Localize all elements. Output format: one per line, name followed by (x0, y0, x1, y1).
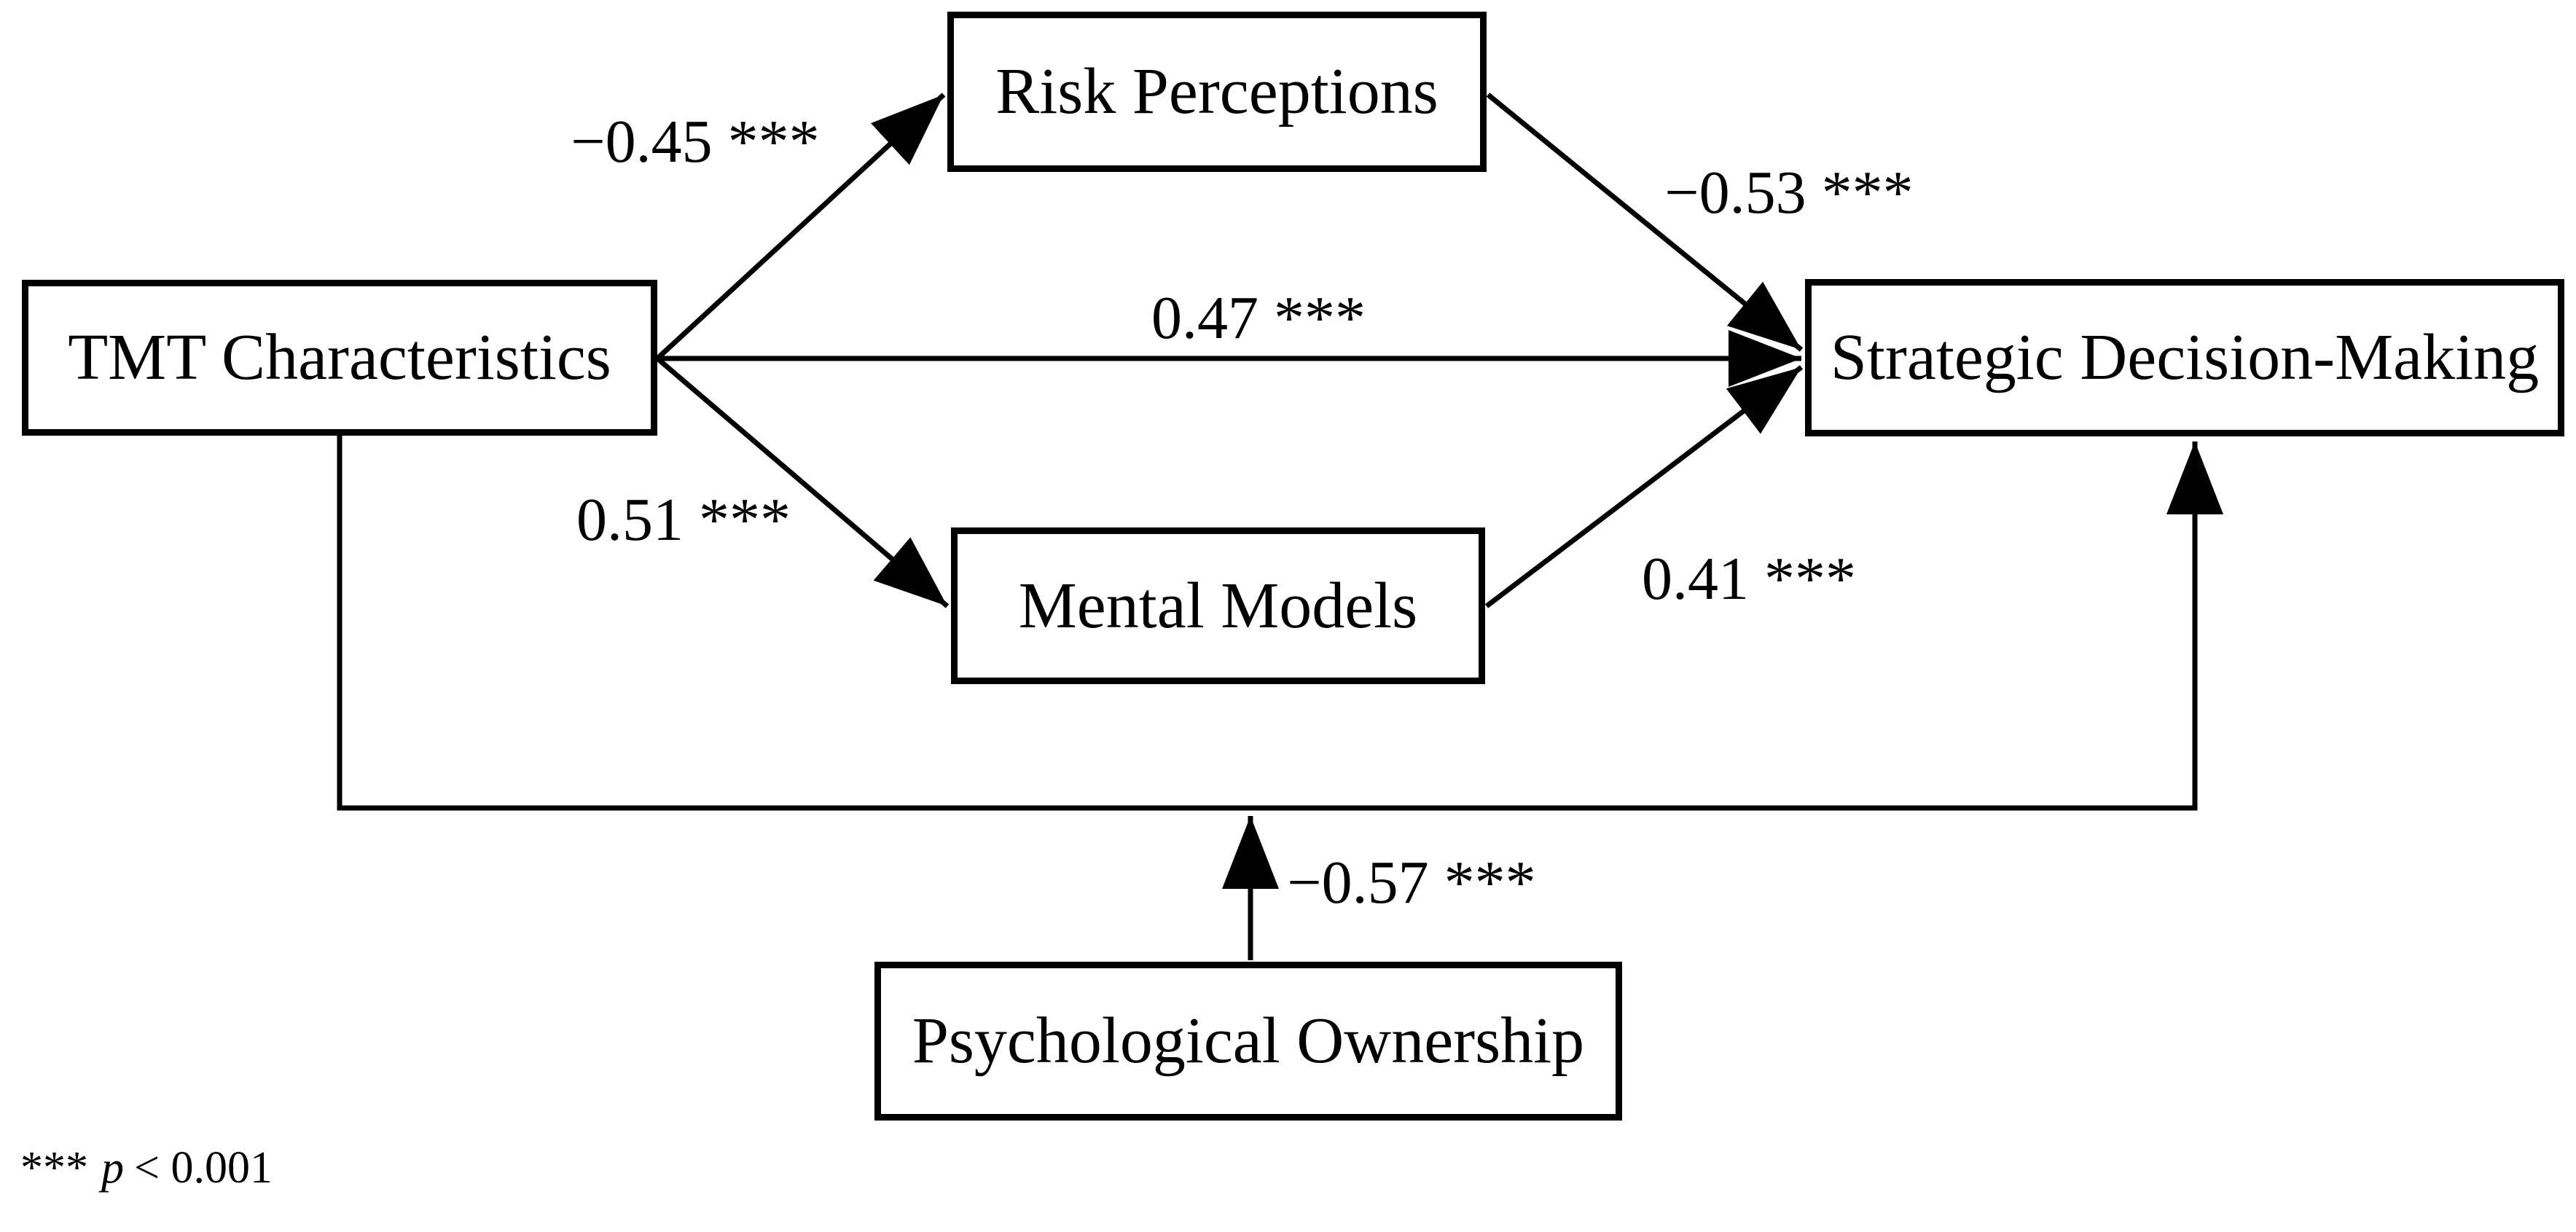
footnote-stars: *** (20, 1143, 88, 1193)
edge-moderated-path (337, 434, 2223, 811)
significance-footnote: *** p< 0.001 (20, 1145, 273, 1190)
edge-mental-to-sdm (1484, 365, 1804, 608)
edge-risk-to-sdm (1486, 93, 1804, 352)
coefficient-tmt-mental: 0.51 *** (576, 486, 791, 554)
coefficient-tmt-sdm: 0.47 *** (1151, 284, 1366, 352)
footnote-p-symbol: p (101, 1143, 124, 1193)
node-tmt-characteristics: TMT Characteristics (22, 280, 657, 436)
coefficient-tmt-risk: −0.45 *** (571, 108, 820, 176)
node-psychological-ownership: Psychological Ownership (874, 962, 1622, 1121)
edge-tmt-to-mental (655, 356, 950, 608)
node-label: TMT Characteristics (68, 321, 611, 393)
node-mental-models: Mental Models (951, 527, 1485, 684)
coefficient-mental-sdm: 0.41 *** (1642, 545, 1856, 613)
edge-tmt-to-risk (655, 93, 946, 361)
node-label: Strategic Decision-Making (1830, 321, 2540, 393)
node-risk-perceptions: Risk Perceptions (947, 12, 1487, 172)
coefficient-risk-sdm: −0.53 *** (1664, 159, 1914, 227)
node-strategic-decision-making: Strategic Decision-Making (1805, 279, 2564, 436)
node-label: Risk Perceptions (995, 55, 1438, 127)
node-label: Psychological Ownership (912, 1005, 1585, 1077)
node-label: Mental Models (1018, 569, 1418, 642)
footnote-threshold: < 0.001 (134, 1143, 273, 1193)
coefficient-po-moderation: −0.57 *** (1287, 849, 1536, 917)
